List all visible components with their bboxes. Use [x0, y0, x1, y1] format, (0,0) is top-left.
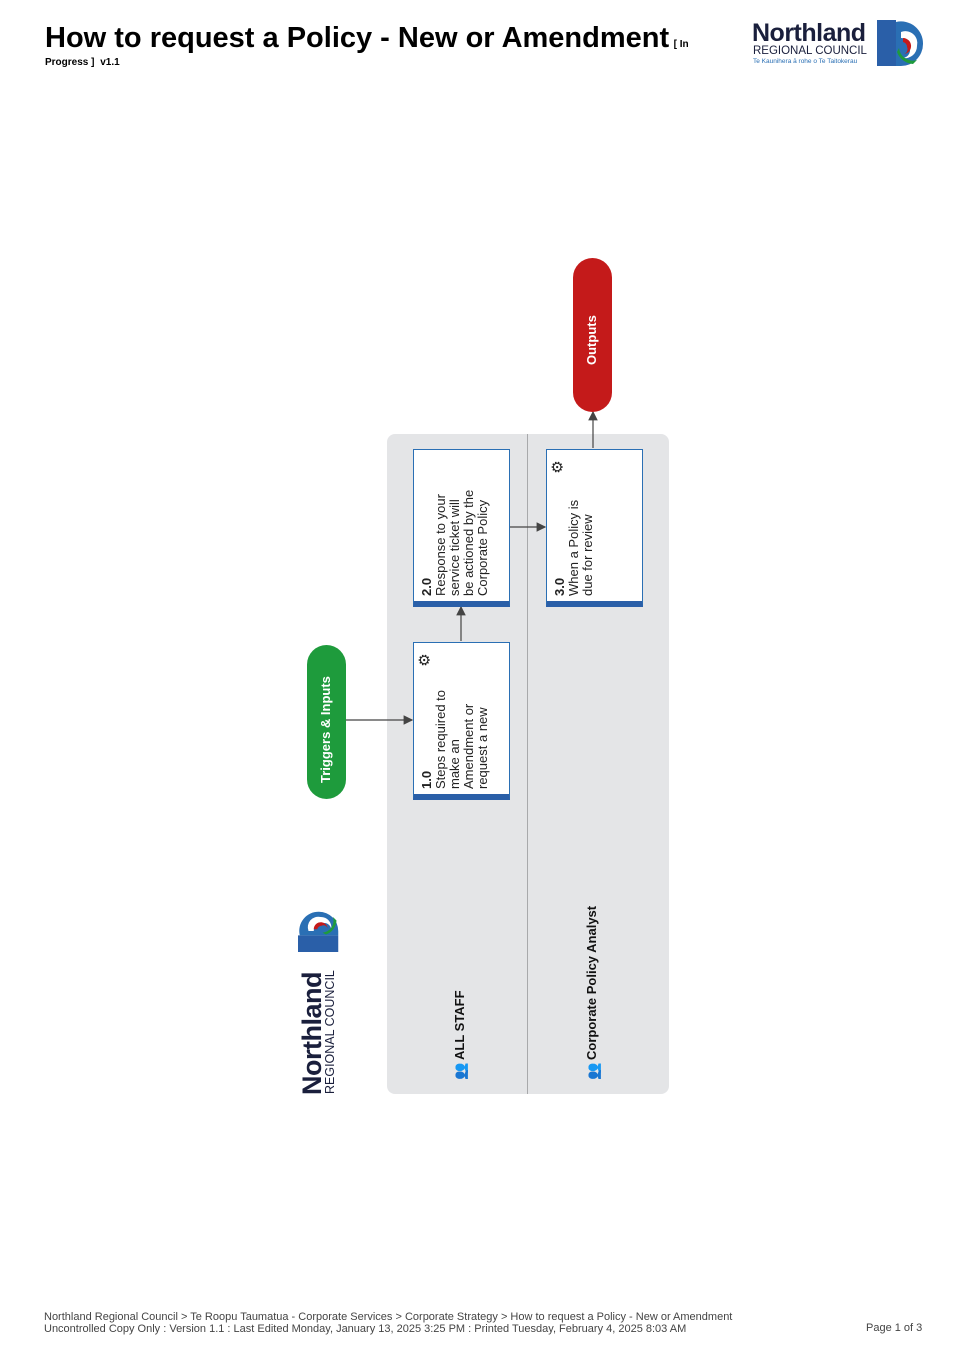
page-title: How to request a Policy - New or Amendme…: [45, 22, 670, 54]
gear-icon: ⚙: [416, 653, 434, 667]
lane-divider: [527, 434, 528, 1094]
footer-breadcrumb: Northland Regional Council > Te Roopu Ta…: [44, 1311, 732, 1335]
council-logo-rotated-icon: [298, 911, 339, 952]
brand-logo-header: Northland REGIONAL COUNCIL Te Kaunihera …: [752, 20, 927, 70]
activity-box-1[interactable]: ⚙ 1.0 Steps required to make an Amendmen…: [413, 642, 510, 800]
page-title-block: How to request a Policy - New or Amendme…: [45, 22, 725, 68]
activity-number-3: 3.0: [552, 577, 567, 596]
status-badge-open: [ In: [673, 39, 689, 50]
activity-number-2: 2.0: [419, 577, 434, 596]
activity-line: service ticket will: [447, 499, 462, 596]
version-label: v1.1: [100, 57, 120, 68]
outputs-label: Outputs: [584, 315, 599, 365]
activity-text-1: 1.0 Steps required to make an Amendment …: [419, 689, 490, 789]
status-line: Progress ] v1.1: [45, 57, 725, 68]
activity-line: request a new: [475, 707, 490, 789]
activity-line: Response to your: [433, 494, 448, 596]
activity-line: When a Policy is: [566, 499, 581, 596]
activity-line: Steps required to: [433, 689, 448, 789]
footer-version-info: Uncontrolled Copy Only : Version 1.1 : L…: [44, 1323, 687, 1335]
brand-logo-rotated: Northland REGIONAL COUNCIL: [297, 910, 342, 1095]
activity-text-2: 2.0 Response to your service ticket will…: [419, 489, 490, 596]
activity-line: Corporate Policy: [475, 499, 490, 596]
brand-name: Northland: [752, 19, 866, 47]
activity-line: Amendment or: [461, 703, 476, 789]
brand-subtitle: REGIONAL COUNCIL: [753, 45, 867, 57]
activity-text-3: 3.0 When a Policy is due for review: [552, 499, 595, 596]
gear-icon: ⚙: [549, 460, 567, 474]
activity-line: due for review: [580, 514, 595, 596]
footer-path: Northland Regional Council > Te Roopu Ta…: [44, 1311, 733, 1323]
status-badge-close: Progress ]: [45, 57, 95, 68]
triggers-inputs-terminator[interactable]: Triggers & Inputs: [307, 645, 346, 799]
activity-box-2[interactable]: 2.0 Response to your service ticket will…: [413, 449, 510, 607]
activity-line: be actioned by the: [461, 489, 476, 596]
brand-tagline: Te Kaunihera ā rohe o Te Taitokerau: [753, 58, 858, 65]
activity-line: make an: [447, 739, 462, 789]
activity-box-3[interactable]: ⚙ 3.0 When a Policy is due for review: [546, 449, 643, 607]
council-logo-icon: [877, 20, 924, 66]
activity-number-1: 1.0: [419, 770, 434, 789]
triggers-inputs-label: Triggers & Inputs: [318, 676, 333, 783]
outputs-terminator[interactable]: Outputs: [573, 258, 612, 412]
page-number: Page 1 of 3: [866, 1322, 923, 1334]
